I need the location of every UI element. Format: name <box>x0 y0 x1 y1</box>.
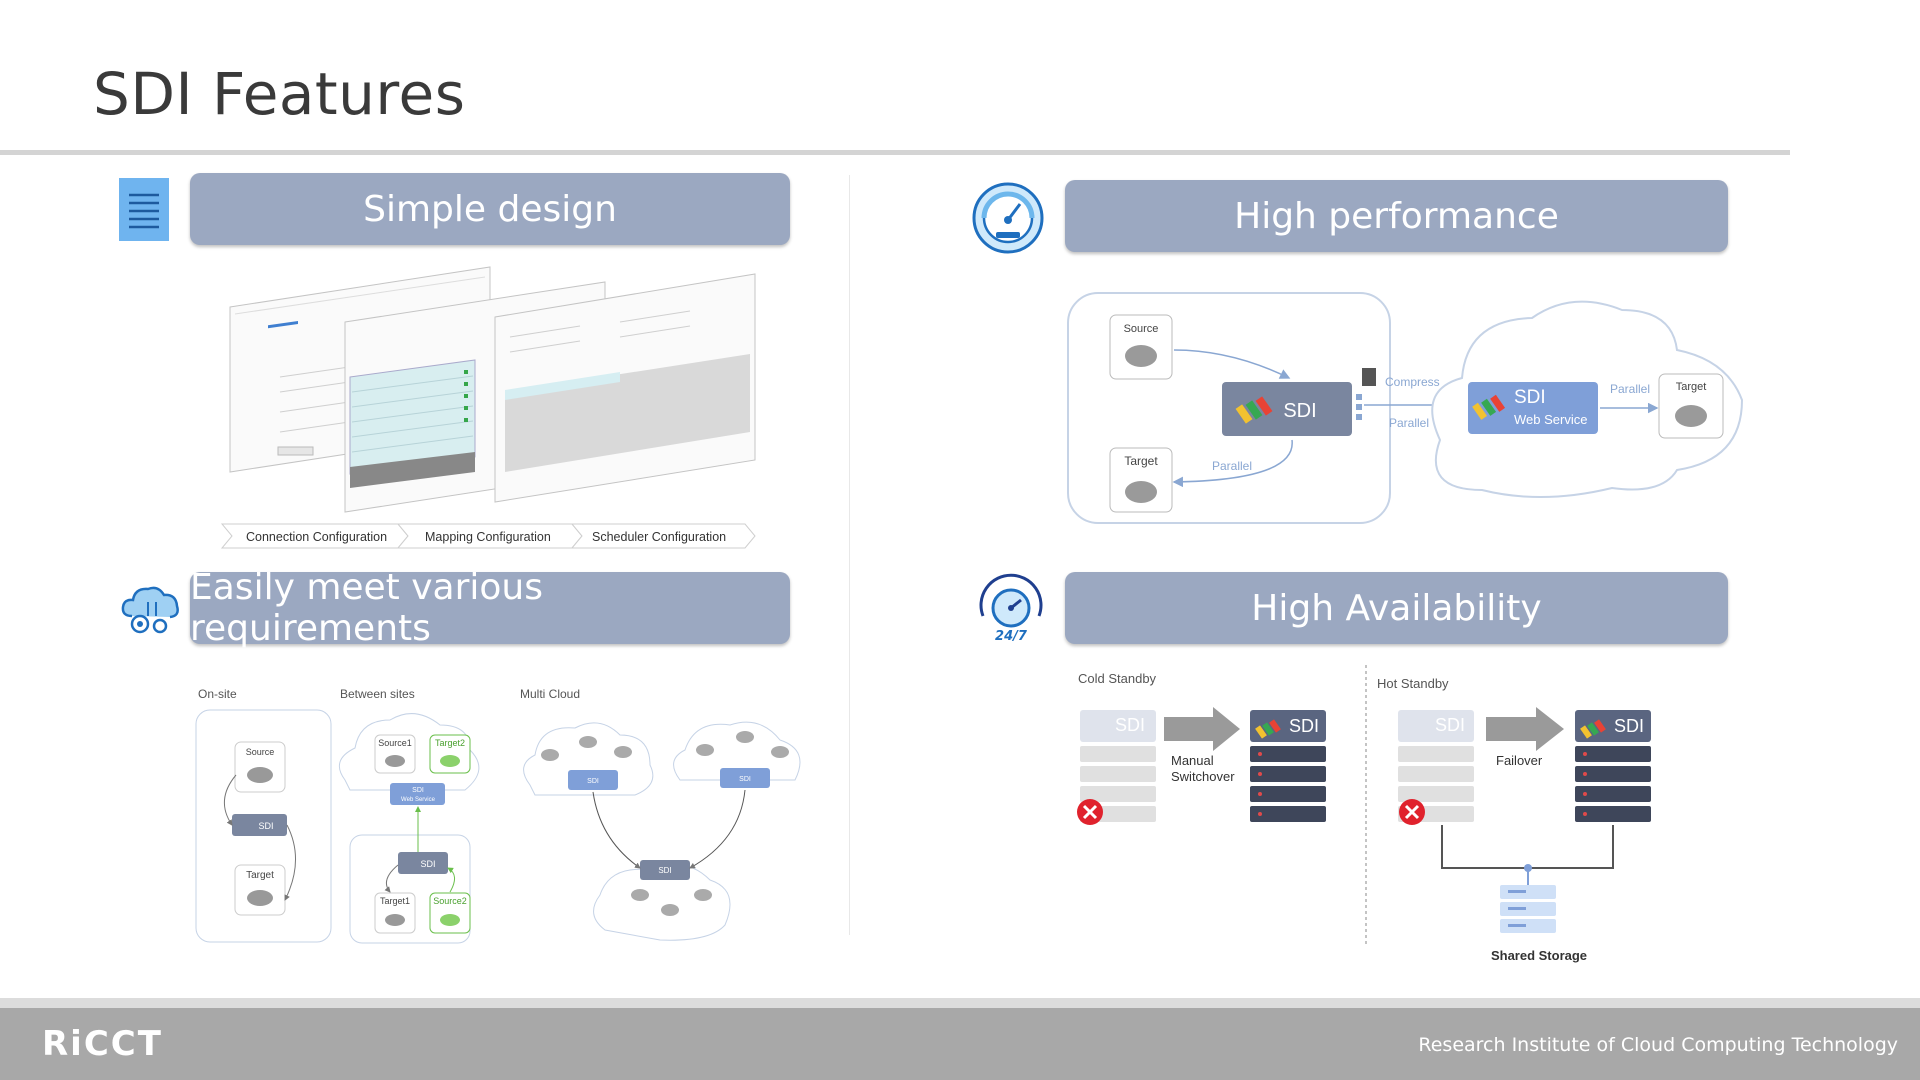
cold-active-sdi: SDI <box>1289 716 1319 736</box>
step-scheduler: Scheduler Configuration <box>592 530 726 544</box>
source1-label: Source1 <box>378 738 412 748</box>
hot-failed-sdi: SDI <box>1435 715 1465 735</box>
target1-label: Target1 <box>380 896 410 906</box>
requirements-header: Easily meet various requirements <box>190 567 790 649</box>
list-icon <box>119 178 169 241</box>
between-sdi-ws-label: SDI <box>412 787 424 794</box>
hot-standby-label: Hot Standby <box>1377 676 1449 691</box>
onsite-source-label: Source <box>246 747 275 757</box>
scheduler-config-window <box>494 273 756 503</box>
cloud3-sdi-label: SDI <box>658 866 671 875</box>
hot-active-server: SDI <box>1575 710 1651 822</box>
perf-sdi-label: SDI <box>1283 400 1316 422</box>
availability-diagram: Cold Standby SDI Manual Switchover SDI H… <box>1068 665 1668 975</box>
cold-failed-sdi: SDI <box>1115 715 1145 735</box>
perf-web-service-label: Web Service <box>1514 412 1587 427</box>
perf-cloud-target-label: Target <box>1676 381 1707 393</box>
perf-target-label: Target <box>1124 454 1158 468</box>
hot-arrow <box>1486 707 1564 751</box>
footer-bar <box>0 1008 1920 1080</box>
shared-storage-label: Shared Storage <box>1491 948 1587 963</box>
onsite-sdi-label: SDI <box>258 821 273 831</box>
center-divider <box>849 175 850 935</box>
cold-active-server: SDI <box>1250 710 1326 822</box>
footer-accent <box>0 998 1920 1008</box>
ricct-logo: RiCCT <box>42 1024 163 1064</box>
perf-source-label: Source <box>1124 323 1159 335</box>
perf-compress-label: Compress <box>1385 375 1440 389</box>
cold-standby-label: Cold Standby <box>1078 671 1157 686</box>
title-divider <box>0 150 1790 155</box>
speedometer-icon <box>970 180 1046 256</box>
step-connection: Connection Configuration <box>246 530 387 544</box>
between-sdi-label: SDI <box>420 859 435 869</box>
availability-header: High Availability <box>1065 572 1728 644</box>
performance-diagram: Source Target SDI Parallel Compress Para… <box>1062 290 1752 530</box>
step-mapping: Mapping Configuration <box>425 530 551 544</box>
clock-24-7-icon: 24/7 <box>975 572 1051 644</box>
cloud2-sdi-label: SDI <box>739 776 751 783</box>
institute-name: Research Institute of Cloud Computing Te… <box>1418 1034 1898 1056</box>
col-on-site: On-site <box>198 687 237 701</box>
config-steps-breadcrumb: Connection Configuration Mapping Configu… <box>220 523 756 549</box>
cloud-gear-icon <box>118 580 184 638</box>
manual-line1: Manual <box>1171 753 1214 768</box>
cold-arrow <box>1164 707 1240 751</box>
manual-line2: Switchover <box>1171 769 1235 784</box>
cloud1-sdi-label: SDI <box>587 778 599 785</box>
perf-ws-sdi-label: SDI <box>1514 387 1546 408</box>
shared-storage-icon <box>1500 885 1556 933</box>
simple-design-header: Simple design <box>190 173 790 245</box>
svg-text:24/7: 24/7 <box>995 629 1028 644</box>
col-multi-cloud: Multi Cloud <box>520 687 580 701</box>
page-title: SDI Features <box>93 60 466 128</box>
perf-parallel-remote: Parallel <box>1389 416 1429 430</box>
target2-label: Target2 <box>435 738 465 748</box>
config-screenshots: Connection Configuration Mapping Configu… <box>220 262 760 552</box>
hot-active-sdi: SDI <box>1614 716 1644 736</box>
source2-label: Source2 <box>433 896 467 906</box>
between-web-service-label: Web Service <box>401 797 436 803</box>
failover-label: Failover <box>1496 753 1543 768</box>
onsite-target-label: Target <box>246 870 274 881</box>
perf-parallel-cloud: Parallel <box>1610 382 1650 396</box>
performance-header: High performance <box>1065 180 1728 252</box>
perf-parallel-local: Parallel <box>1212 459 1252 473</box>
col-between-sites: Between sites <box>340 687 415 701</box>
requirements-diagram: On-site Between sites Multi Cloud Source… <box>190 680 830 950</box>
